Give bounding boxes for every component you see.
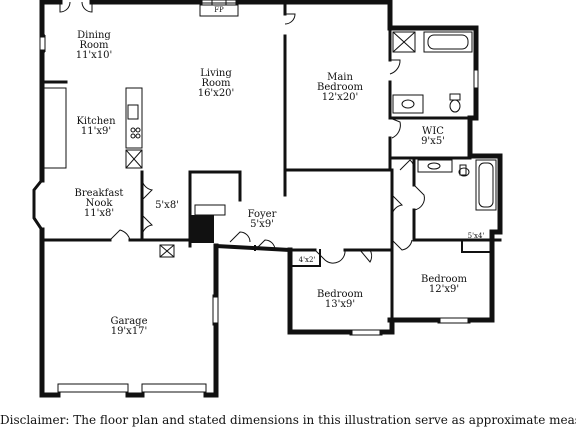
living-room-dims: 16'x20' — [198, 88, 235, 99]
living-room-name: Living — [200, 68, 232, 79]
foyer-dims: 5'x9' — [250, 219, 274, 230]
tub-hall-bath — [475, 159, 497, 211]
bedroom-2-name: Bedroom — [317, 289, 363, 300]
fireplace-label: FP — [214, 6, 224, 14]
wic-dims: 9'x5' — [421, 136, 445, 147]
kitchen-counter-left — [43, 87, 67, 169]
bedroom-3-name: Bedroom — [421, 274, 467, 285]
dining-room-name-2: Room — [79, 40, 109, 51]
foyer-name: Foyer — [248, 209, 277, 220]
exterior-walls — [32, 0, 503, 398]
doors — [59, 1, 425, 264]
kitchen-dims: 11'x9' — [81, 126, 111, 137]
living-room-name-2: Room — [201, 78, 231, 89]
garage-name: Garage — [110, 316, 147, 327]
main-bedroom-name-2: Bedroom — [317, 82, 363, 93]
disclaimer-text: Disclaimer: The floor plan and stated di… — [0, 413, 576, 427]
kitchen-counter-right — [125, 87, 143, 149]
room-labels: Dining Room 11'x10' Living Room 16'x20' … — [75, 6, 485, 337]
windows — [39, 0, 479, 393]
breakfast-nook-name: Breakfast — [75, 188, 124, 199]
structural-column — [190, 215, 214, 243]
wic-name: WIC — [422, 126, 444, 137]
main-bedroom-dims: 12'x20' — [322, 92, 359, 103]
garage-dims: 19'x17' — [111, 326, 148, 337]
breakfast-nook-name-2: Nook — [86, 198, 114, 209]
closet-4x2-dims: 4'x2' — [299, 256, 316, 264]
utility-dims: 5'x8' — [155, 200, 179, 211]
main-bedroom-name: Main — [327, 72, 353, 83]
kitchen-name: Kitchen — [76, 116, 116, 127]
shower — [392, 31, 416, 53]
interior-walls — [40, 0, 502, 322]
bathtub — [423, 31, 473, 53]
fireplace — [199, 2, 239, 17]
breakfast-nook-dims: 11'x8' — [84, 208, 114, 219]
fixtures — [43, 2, 497, 258]
closet-5x4-dims: 5'x4' — [468, 232, 485, 240]
bedroom-2-dims: 13'x9' — [325, 299, 355, 310]
bedroom-3-dims: 12'x9' — [429, 284, 459, 295]
dining-room-dims: 11'x10' — [76, 50, 113, 61]
dining-room-name: Dining — [77, 30, 111, 41]
